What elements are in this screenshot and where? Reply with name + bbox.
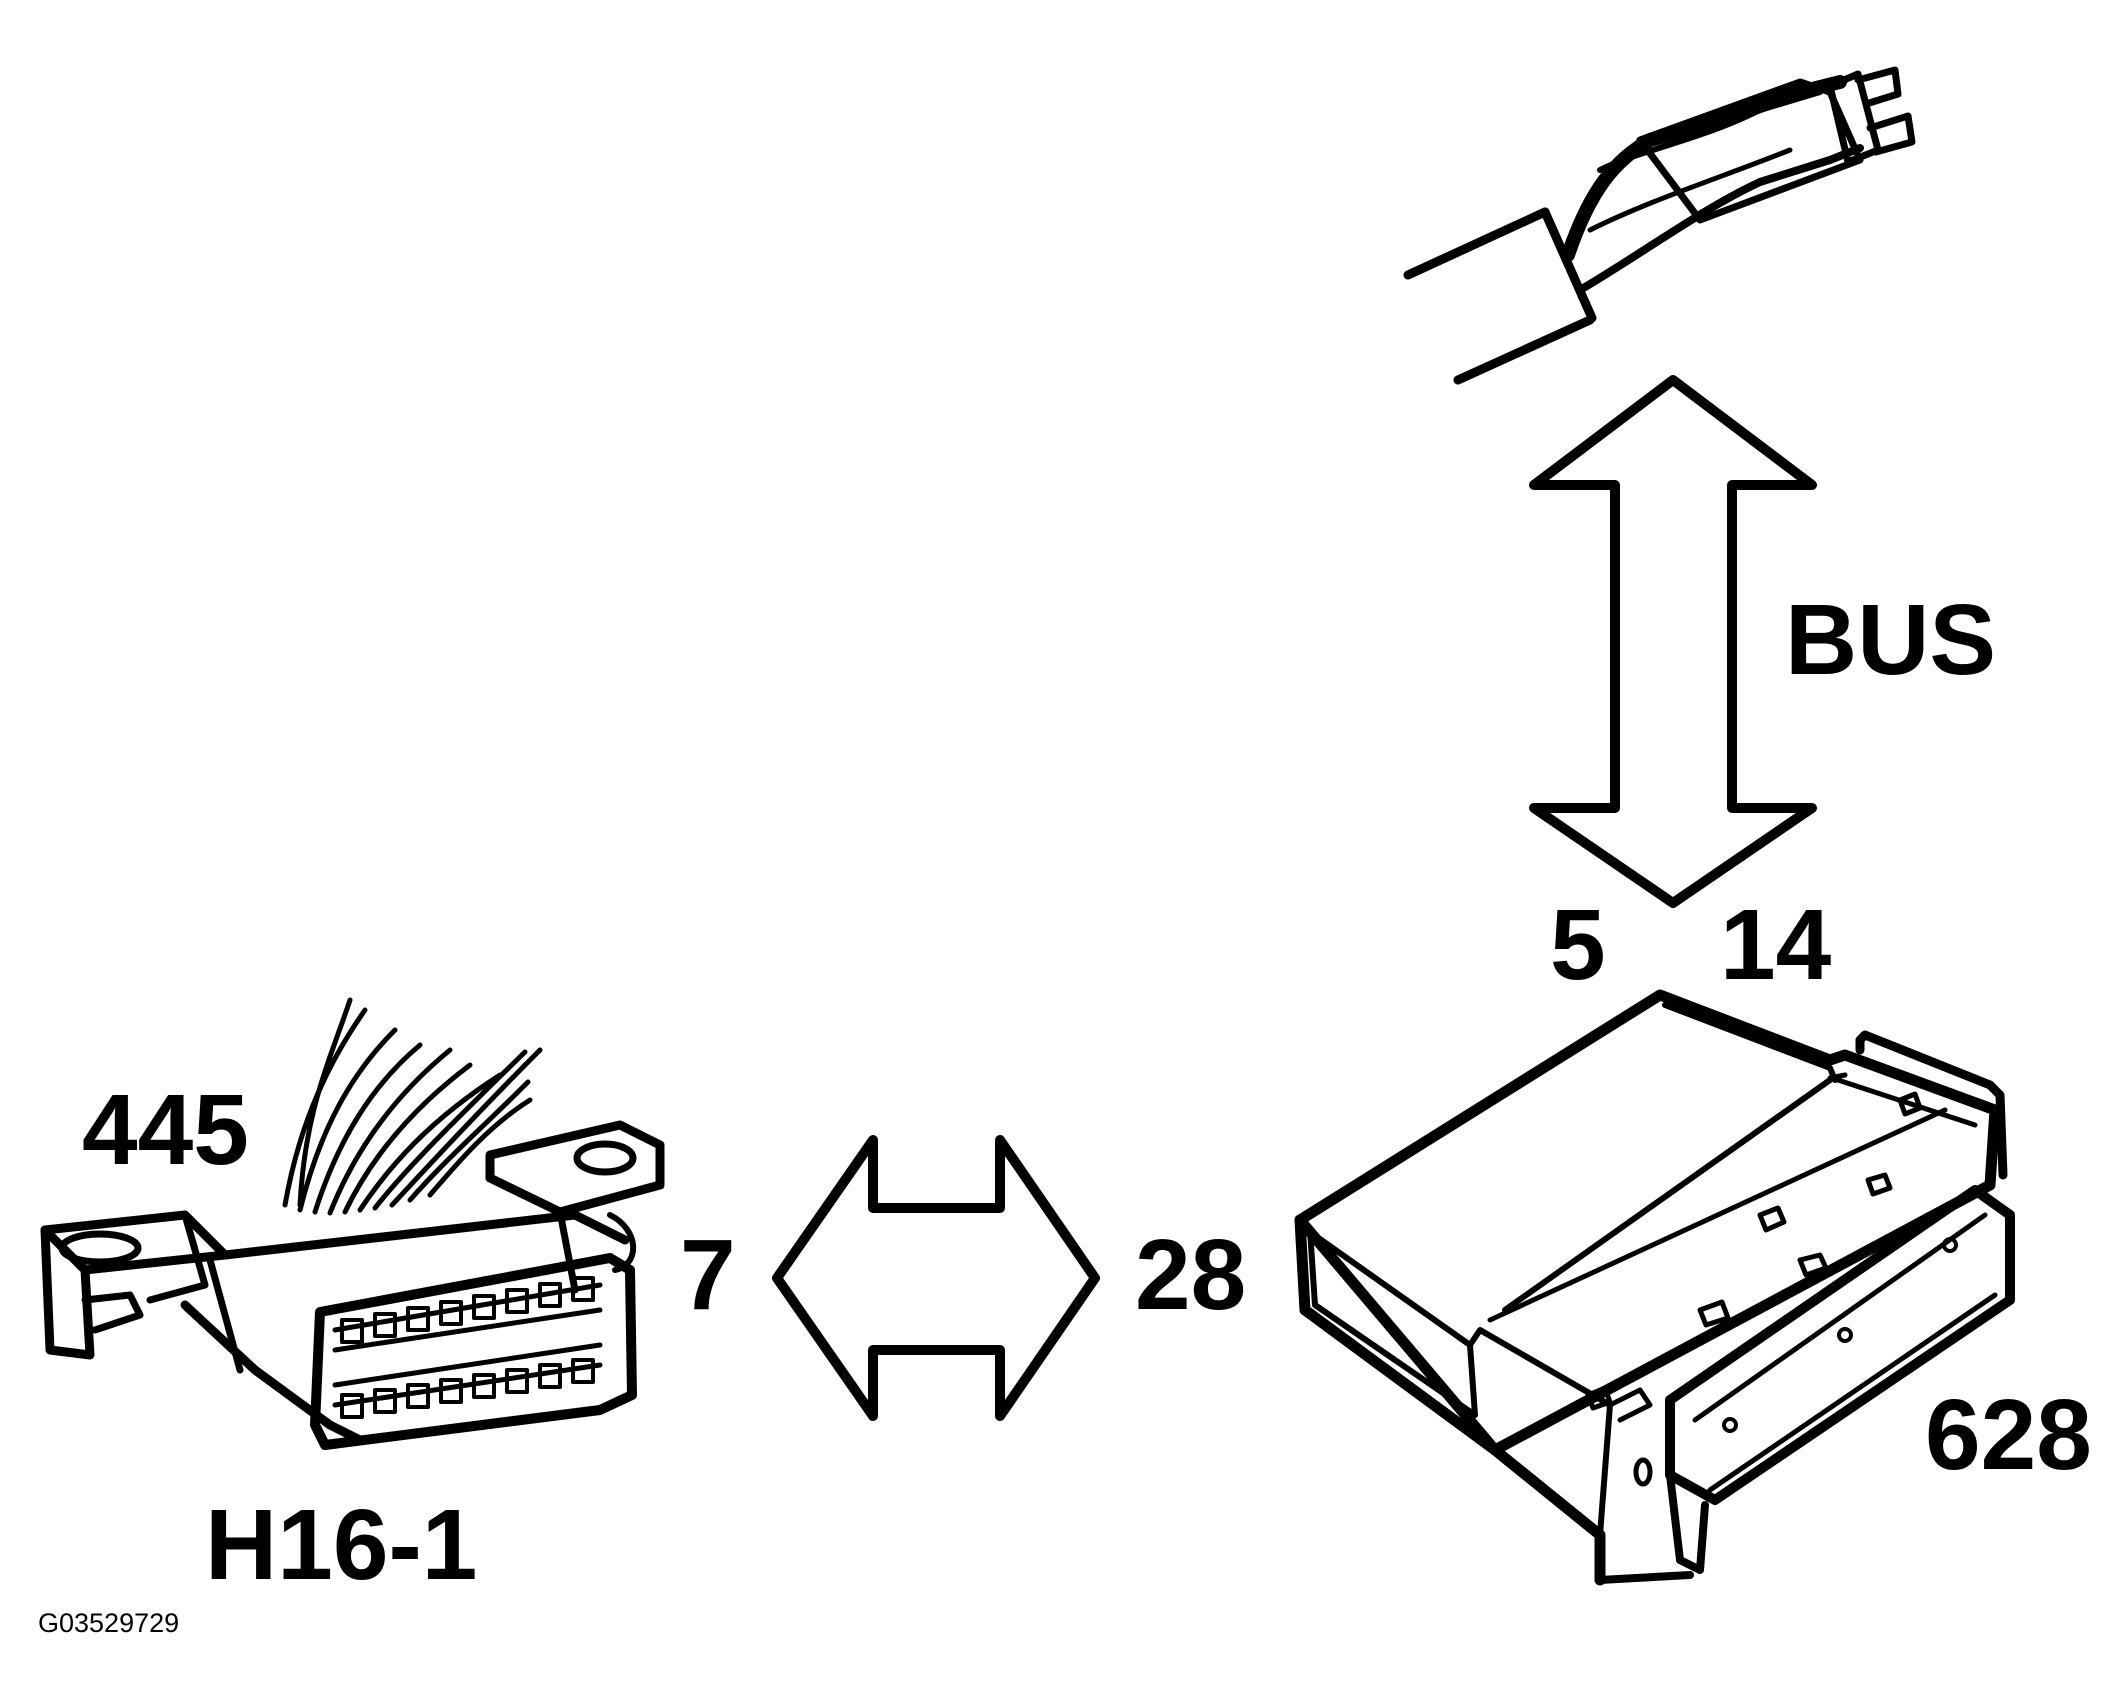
control-module-icon <box>1294 989 2015 1586</box>
bus-vertical-arrow <box>1529 375 1817 908</box>
module-id-label: 628 <box>1925 1379 2092 1491</box>
module-pin-bus-b-label: 14 <box>1720 889 1832 1001</box>
connector-id-label: H16-1 <box>205 1489 478 1601</box>
bus-label: BUS <box>1785 584 1997 696</box>
bus-harness-connector-icon <box>1403 66 1916 385</box>
figure-code-label: G03529729 <box>38 1608 180 1638</box>
diagnostic-connector-icon <box>40 997 665 1450</box>
connector-pin-label: 7 <box>680 1219 736 1331</box>
module-pin-bus-a-label: 5 <box>1550 889 1606 1001</box>
wire-count-label: 445 <box>82 1074 249 1186</box>
module-pin-left-label: 28 <box>1135 1219 1247 1331</box>
horizontal-link-arrow <box>772 1135 1100 1421</box>
